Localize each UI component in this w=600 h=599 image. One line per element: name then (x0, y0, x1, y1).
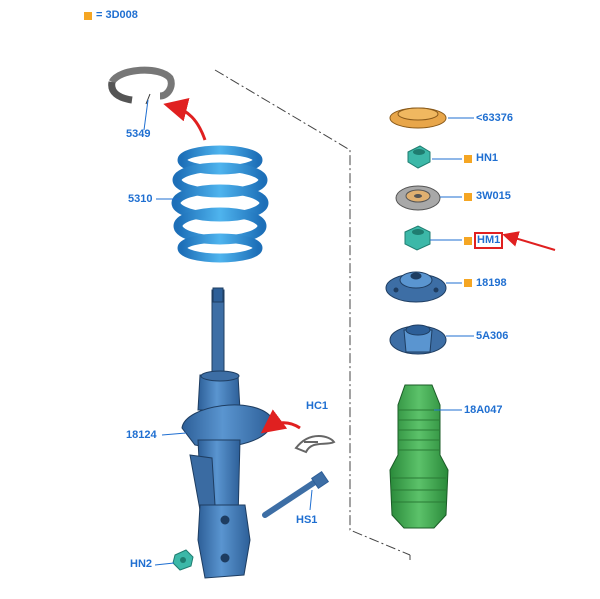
callout-hn2: HN2 (130, 558, 153, 570)
spring-isolator-ring (108, 66, 175, 105)
coil-spring (171, 145, 269, 263)
orange-square-icon (464, 279, 472, 287)
strut-rod (211, 289, 225, 381)
callout-5310: 5310 (128, 193, 153, 205)
bearing-washer (395, 185, 441, 211)
callout-18a047: 18A047 (464, 404, 503, 416)
legend-marker-icon (84, 12, 92, 20)
assembly-centerline (214, 69, 411, 560)
orange-square-icon (464, 193, 472, 201)
orange-square-icon (464, 237, 472, 245)
red-arrow-icon (502, 231, 556, 251)
bolt (262, 470, 330, 518)
legend-text: = 3D008 (96, 9, 138, 21)
spring-clip (294, 435, 336, 454)
red-arrow-icon (163, 98, 207, 141)
red-arrow-icon (260, 409, 301, 434)
second-nut (404, 225, 431, 251)
strut-mount (385, 271, 447, 303)
callout-hn1: HN1 (476, 152, 499, 164)
callout-3w015: 3W015 (476, 190, 511, 202)
lower-nut (172, 549, 194, 571)
leader-lines (143, 99, 474, 566)
callout-hm1-highlighted: HM1 (474, 232, 504, 249)
callout-hs1: HS1 (296, 514, 318, 526)
top-nut (407, 145, 431, 169)
callout-hc1: HC1 (306, 400, 329, 412)
orange-square-icon (464, 155, 472, 163)
callout-5349: 5349 (126, 128, 151, 140)
dust-boot (389, 384, 449, 529)
callout-18198: 18198 (476, 277, 507, 289)
upper-insulator (389, 107, 447, 129)
strut-body (181, 370, 273, 579)
upper-spring-seat (389, 324, 447, 355)
callout-18124: 18124 (126, 429, 157, 441)
callout-5a306: 5A306 (476, 330, 509, 342)
callout-63376: <63376 (476, 112, 514, 124)
